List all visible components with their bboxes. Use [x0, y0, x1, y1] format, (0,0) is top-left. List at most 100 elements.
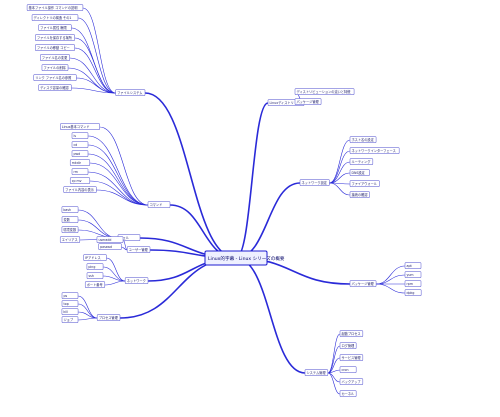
topic-node[interactable]: ログ管理 [339, 342, 357, 349]
topic-node[interactable]: apt [404, 262, 422, 269]
topic-node[interactable]: ファイルの削除 [41, 64, 69, 71]
topic-node[interactable]: エイリアス [59, 236, 81, 243]
connector-line [69, 57, 116, 94]
topic-node[interactable]: cd [71, 141, 89, 148]
connector-line [104, 280, 126, 286]
topic-node[interactable]: useradd [96, 236, 124, 243]
topic-node[interactable]: サービス管理 [339, 354, 364, 361]
topic-node-label: rpm [407, 282, 413, 286]
connector-line [71, 87, 116, 94]
topic-node[interactable]: ls [71, 132, 89, 139]
branch-node-3-label: ネットワーク [127, 278, 146, 283]
connector-line [376, 274, 406, 285]
topic-node[interactable]: cron [339, 366, 357, 373]
topic-node[interactable]: ディレクトリの構造 その1 [31, 14, 79, 21]
topic-node[interactable]: top [61, 300, 79, 307]
topic-node[interactable]: yum [404, 271, 422, 278]
topic-node[interactable]: ホスト名の設定 [349, 136, 377, 143]
topic-node-label: ファイルを保存する場所 [37, 35, 73, 40]
topic-node[interactable]: bash [61, 206, 79, 213]
topic-node-label: ファイル属性 権限 [40, 25, 67, 30]
branch-node-1[interactable]: コマンド [147, 201, 171, 208]
connector-line [121, 246, 128, 251]
branch-node-5[interactable]: ユーザー管理 [126, 246, 151, 253]
topic-node[interactable]: DNS設定 [349, 169, 370, 176]
topic-node[interactable]: カーネル [339, 390, 357, 397]
topic-node-label: rm [74, 170, 78, 174]
topic-node[interactable]: ssh [86, 272, 104, 279]
topic-node[interactable]: ポート番号 [84, 281, 106, 288]
topic-node[interactable]: リンク ファイル名の参照 [33, 74, 77, 81]
topic-node-label: apt [407, 264, 413, 268]
connector-line [122, 239, 128, 251]
topic-node[interactable]: ネットワークインターフェース [349, 147, 400, 154]
topic-node[interactable]: mkdir [69, 159, 91, 166]
topic-node-label: ディレクトリの構造 その1 [34, 15, 72, 20]
topic-node[interactable]: ping [86, 263, 104, 270]
topic-node[interactable]: ファイル名の変更 [39, 54, 70, 61]
topic-node[interactable]: cp mv [69, 177, 91, 184]
topic-node-label: 変数 [64, 217, 71, 222]
topic-node[interactable]: IPアドレス [83, 254, 107, 261]
branch-node-9[interactable]: システム管理 [304, 369, 329, 376]
branch-node-8[interactable]: パッケージ管理 [349, 280, 377, 287]
topic-node-label: カーネル [342, 391, 356, 396]
topic-node-label: dpkg [407, 291, 415, 295]
branch-node-7-label: ネットワーク設定 [302, 180, 328, 185]
topic-node[interactable]: Linux基本コマンド [60, 123, 100, 130]
topic-node[interactable]: 起動プロセス [339, 330, 364, 337]
topic-node[interactable]: 基本ファイル操作 コマンドの説明 [26, 4, 84, 11]
connector-line [77, 17, 116, 94]
topic-node[interactable]: rpm [404, 280, 422, 287]
topic-node[interactable]: パッケージ管理 [294, 98, 322, 105]
branch-node-0[interactable]: ファイルシステム [115, 89, 146, 96]
topic-node[interactable]: 変数 [61, 216, 79, 223]
connector-line [77, 219, 119, 239]
branch-node-4[interactable]: プロセス管理 [96, 314, 121, 321]
topic-node[interactable]: dpkg [404, 289, 422, 296]
branch-node-4-label: プロセス管理 [99, 315, 119, 320]
connector-line [89, 162, 149, 206]
connector-line [376, 283, 406, 294]
topic-node[interactable]: ジョブ [61, 316, 79, 323]
connector-line [89, 180, 149, 206]
topic-node[interactable]: kill [61, 308, 79, 315]
topic-node[interactable]: ファイル属性 権限 [38, 24, 72, 31]
topic-node-label: IPアドレス [85, 255, 101, 260]
topic-node[interactable]: ルーティング [349, 158, 374, 165]
topic-node-label: 基本ファイル操作 コマンドの説明 [29, 5, 78, 10]
branch-node-2[interactable]: シェル [117, 234, 141, 241]
topic-node[interactable]: 接続の確認 [349, 191, 370, 198]
connector-line [329, 161, 351, 184]
branch-node-2-label: シェル [120, 236, 130, 240]
topic-node[interactable]: ファイルの移動 コピー [35, 44, 75, 51]
topic-node[interactable]: ファイルを保存する場所 [35, 34, 75, 41]
connector-line [144, 92, 237, 259]
topic-node-label: ルーティング [352, 159, 372, 164]
branch-node-7[interactable]: ネットワーク設定 [299, 179, 330, 186]
topic-node[interactable]: 環境変数 [61, 226, 79, 233]
topic-node[interactable]: ps [61, 292, 79, 299]
connector-line [103, 266, 126, 282]
topic-node[interactable]: ファイアウォール [349, 180, 380, 187]
topic-node[interactable]: ファイル内容の表示 [63, 186, 97, 193]
branch-node-3[interactable]: ネットワーク [124, 277, 149, 284]
connector-line [329, 150, 351, 184]
topic-node-label: バックアップ [342, 379, 362, 384]
topic-node-label: ネットワークインターフェース [352, 148, 396, 153]
topic-node[interactable]: バックアップ [339, 378, 364, 385]
topic-node[interactable]: pwd [71, 150, 89, 157]
connector-line [327, 357, 341, 374]
topic-node[interactable]: passwd [98, 243, 122, 250]
central-topic-node[interactable]: Linux的字幕 - Linux シリーズの概要 [204, 250, 285, 266]
topic-node-label: ディスク容量の確認 [40, 85, 69, 90]
topic-node-label: ディストリビューションの違いと特徴 [297, 89, 352, 94]
topic-node[interactable]: rm [71, 168, 89, 175]
topic-node-label: サービス管理 [342, 355, 362, 360]
connector-line [169, 204, 237, 259]
topic-node-label: ps [64, 294, 68, 298]
topic-node[interactable]: ディストリビューションの違いと特徴 [294, 88, 355, 95]
topic-node[interactable]: ディスク容量の確認 [38, 84, 72, 91]
central-topic-label: Linux的字幕 - Linux シリーズの概要 [208, 255, 285, 262]
